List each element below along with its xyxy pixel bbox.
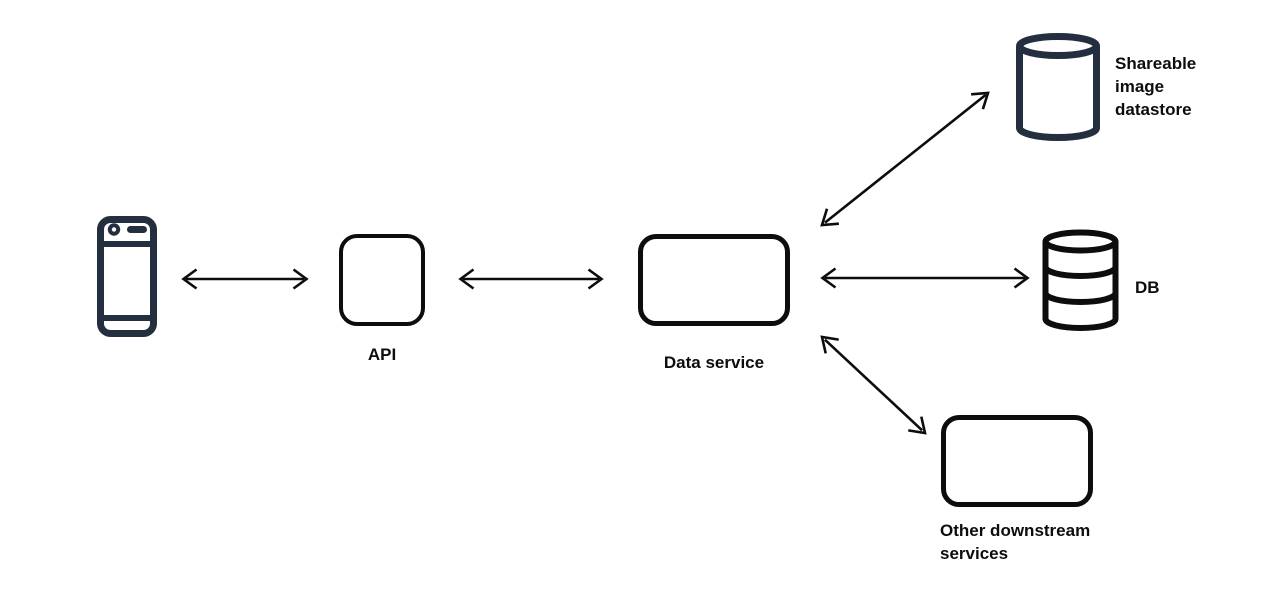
db-label: DB — [1135, 278, 1160, 297]
database-cylinder-icon — [1016, 33, 1100, 141]
other-downstream-services-node-box — [941, 415, 1093, 507]
shareable-image-datastore-label: Shareable image datastore — [1115, 52, 1196, 121]
other-downstream-services-label-line2: services — [940, 544, 1009, 563]
arrow-dataservice-otherservices — [820, 335, 927, 435]
database-stack-icon — [1042, 229, 1119, 331]
other-downstream-services-label-line1: Other downstream — [940, 521, 1091, 540]
arrow-phone-api — [181, 268, 309, 290]
smartphone-icon — [97, 216, 157, 337]
api-node-box — [339, 234, 425, 326]
shareable-image-datastore-label-line3: datastore — [1115, 100, 1192, 119]
arrow-dataservice-db — [820, 267, 1030, 289]
data-service-label: Data service — [663, 353, 765, 372]
other-downstream-services-label: Other downstream services — [940, 519, 1090, 565]
data-service-node-box — [638, 234, 790, 326]
arrow-dataservice-datastore — [820, 91, 990, 227]
shareable-image-datastore-label-line1: Shareable — [1115, 54, 1197, 73]
api-label: API — [367, 345, 397, 364]
shareable-image-datastore-label-line2: image — [1115, 77, 1165, 96]
arrow-api-dataservice — [458, 268, 604, 290]
